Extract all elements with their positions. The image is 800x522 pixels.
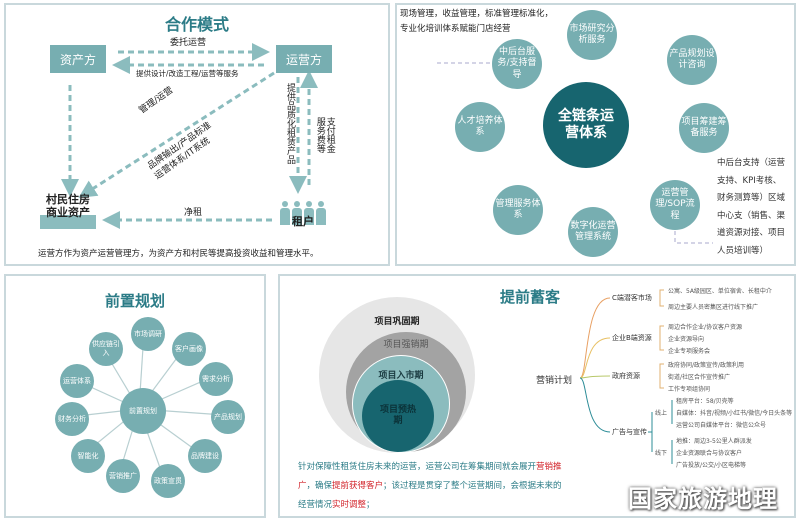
mindmap-leaf: 政府协同/政策宣传/政策利用 xyxy=(668,362,745,369)
chain-node: 市场研究分析服务 xyxy=(567,10,617,60)
mindmap-leaf: 企业资源联合与协议客户 xyxy=(676,450,743,457)
mindmap-leaf: 地推：周边3-5公里人群派发 xyxy=(676,438,752,445)
mindmap-branch xyxy=(579,375,611,379)
house-icon xyxy=(40,215,96,229)
asset-owner-box: 资产方 xyxy=(50,45,106,73)
plan-node: 运营体系 xyxy=(60,364,94,398)
mindmap-leaf: 企业专项服务会 xyxy=(668,348,711,355)
people-icon xyxy=(280,201,330,227)
mindmap-sub-label: 线下 xyxy=(655,450,668,457)
side-note-line: 中后台支持（运营 xyxy=(717,158,786,168)
reserve-description: 针对保障性租赁住房未来的运营，运营公司在筹集期间就会展开营销推广，确保提前获得客… xyxy=(298,458,568,515)
reserve-customers-panel: 提前蓄客 项目巩固期 项目强销期 项目入市期 项目预热期 针对保障性租赁住房未来… xyxy=(278,274,796,518)
chain-node: 管理服务体系 xyxy=(493,185,543,235)
plan-node: 营销推广 xyxy=(106,459,140,493)
center-circle: 全链条运营体系 xyxy=(543,82,629,168)
text-segment: ，确保 xyxy=(306,481,333,491)
full-chain-panel: 现场管理，收益管理，标准管理标准化， 专业化培训体系赋能门店经营 全链条运营体系… xyxy=(395,3,796,266)
side-note-line: 道资源对接、项目 xyxy=(717,228,786,238)
net-rent-label: 净租 xyxy=(184,208,203,218)
plan-node: 智能化 xyxy=(71,439,105,473)
cooperation-model-panel: 合作模式 资产方 运营方 委托运营 提供设计/改造工程/运营等服务 管理/运营 … xyxy=(4,3,390,266)
dashed-pointers xyxy=(437,62,713,244)
operator-box: 运营方 xyxy=(276,45,332,73)
pre-planning-panel: 前置规划 市场调研客户画像需求分析产品规划品牌建设政策宣贯营销推广智能化财务分析… xyxy=(4,274,266,518)
mindmap-leaf: 广告投放/公交/小区电梯等 xyxy=(676,462,747,469)
mindmap-branch xyxy=(659,325,664,351)
plan-node: 需求分析 xyxy=(199,362,233,396)
mindmap-branch xyxy=(579,297,611,379)
mindmap-leaf: 周边主要人员密集区进行线下推广 xyxy=(668,304,759,311)
text-segment: 针对保障性租赁住房未来的运营，运营公司在筹集期间就会展开 xyxy=(298,462,537,472)
text-segment: ；该过程是贯穿了整个运营期间，会根据未来的经营情况 xyxy=(298,481,562,510)
side-note-line: 支持、KPI考核、 xyxy=(717,175,782,186)
pay-rent-label: 支付租金服务费等 xyxy=(314,117,335,153)
products-label: 提供品质化租赁产品 xyxy=(285,83,295,164)
mindmap-branch xyxy=(579,337,611,379)
mindmap-branch xyxy=(579,377,611,433)
chain-node: 运营管理/SOP流程 xyxy=(650,180,700,230)
mindmap-branch xyxy=(659,289,664,307)
text-segment: 提前获得客户 xyxy=(332,481,384,491)
caption: 运营方作为资产运营管理方，为资产方和村民等提高投资收益和管理水平。 xyxy=(38,249,319,259)
chain-node: 中后台服务/支持督导 xyxy=(492,39,542,89)
text-segment: 实时调整 xyxy=(332,500,367,510)
chain-node: 产品规划设计咨询 xyxy=(667,35,717,85)
mindmap-branch xyxy=(648,412,653,452)
side-note: 中后台支持（运营 支持、KPI考核、 财务测算等）区域 中心支（销售、渠 道资源… xyxy=(717,155,785,260)
text-segment: 营销推广 xyxy=(298,462,562,491)
plan-node: 财务分析 xyxy=(55,402,89,436)
mindmap-lines xyxy=(579,289,673,464)
side-note-line: 财务测算等）区域 xyxy=(717,193,786,203)
village-line: 商业资产 xyxy=(46,206,90,220)
plan-node: 供应链引入 xyxy=(89,332,123,366)
village-line: 村民住房 xyxy=(46,193,90,206)
mindmap-leaf: 租房平台：58/贝壳等 xyxy=(676,398,734,405)
services-label: 提供设计/改造工程/运营等服务 xyxy=(136,69,239,78)
flow-arrows xyxy=(61,43,318,229)
side-note-line: 人员培训等） xyxy=(717,245,769,256)
mindmap-root: 营销计划 xyxy=(536,376,573,386)
watermark: 国家旅游地理 xyxy=(628,484,778,513)
mindmap-branch-label: 企业B端资源 xyxy=(612,334,652,342)
mindmap-leaf: 自媒体：抖音/视频/小红书/微信/今日头条等 xyxy=(676,410,793,417)
mindmap-leaf: 企业资源导向 xyxy=(668,336,705,343)
mindmap-leaf: 工作专项组协同 xyxy=(668,386,711,393)
mindmap-branch-label: C端潜客市场 xyxy=(612,294,652,302)
panel-title: 合作模式 xyxy=(164,15,229,34)
stage-circle-inner: 项目预热期 xyxy=(362,380,434,452)
chain-node: 项目筹建筹备服务 xyxy=(679,103,729,153)
mindmap-leaf: 街道/社区合作宣传推广 xyxy=(668,374,731,381)
chain-node: 数字化运营管理系统 xyxy=(568,207,618,257)
side-note-line: 中心支（销售、渠 xyxy=(717,210,786,221)
mindmap-leaf: 运营公司自媒体平台：微信公众号 xyxy=(676,422,767,429)
plan-node: 政策宣贯 xyxy=(151,464,185,498)
panel-title: 提前蓄客 xyxy=(499,288,560,306)
plan-node: 品牌建设 xyxy=(188,439,222,473)
mindmap-leaf: 公寓、5A级园区、单位宿舍、长租中介 xyxy=(668,288,772,295)
entrust-label: 委托运营 xyxy=(170,38,207,48)
panel-title: 前置规划 xyxy=(104,292,165,310)
mindmap-branch-label: 广告与宣传 xyxy=(612,428,647,436)
mindmap-branch-label: 政府资源 xyxy=(612,372,640,380)
plan-center: 前置规划 xyxy=(120,388,166,434)
top-note: 专业化培训体系赋能门店经营 xyxy=(400,24,511,34)
text-segment: ； xyxy=(366,500,375,510)
chain-node: 人才培养体系 xyxy=(455,102,505,152)
mindmap-branch xyxy=(659,363,664,389)
plan-node: 客户画像 xyxy=(172,332,206,366)
plan-node: 产品规划 xyxy=(211,400,245,434)
village-asset-label: 村民住房商业资产 xyxy=(46,193,90,219)
top-note: 现场管理，收益管理，标准管理标准化， xyxy=(400,9,554,19)
mindmap-sub-label: 线上 xyxy=(655,410,668,417)
plan-node: 市场调研 xyxy=(131,317,165,351)
mindmap-leaf: 周边合作企业/协议客户资源 xyxy=(668,324,743,331)
tenant-label: 租户 xyxy=(292,215,314,228)
